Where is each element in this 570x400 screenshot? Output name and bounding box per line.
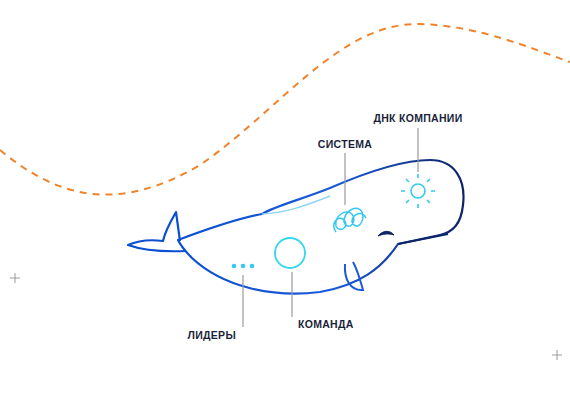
spiral-icon bbox=[334, 208, 366, 232]
whale-mouth bbox=[398, 234, 448, 244]
team-circle bbox=[275, 238, 305, 268]
whale-eye bbox=[378, 231, 394, 236]
leader-line bbox=[243, 128, 418, 327]
part-label: КОМАНДА bbox=[298, 318, 354, 331]
leader-dots bbox=[232, 264, 255, 269]
part-label: ДНК КОМПАНИИ bbox=[373, 112, 462, 125]
whale-fin bbox=[345, 262, 363, 290]
part-label: СИСТЕМА bbox=[318, 138, 372, 151]
whale-body bbox=[178, 160, 463, 294]
wave-line bbox=[0, 24, 570, 195]
sun-icon bbox=[401, 174, 435, 208]
part-label: ЛИДЕРЫ bbox=[188, 329, 236, 342]
plus-mark bbox=[10, 273, 20, 283]
back-line bbox=[262, 196, 330, 214]
whale-tail bbox=[128, 212, 186, 251]
plus-mark bbox=[552, 350, 562, 360]
